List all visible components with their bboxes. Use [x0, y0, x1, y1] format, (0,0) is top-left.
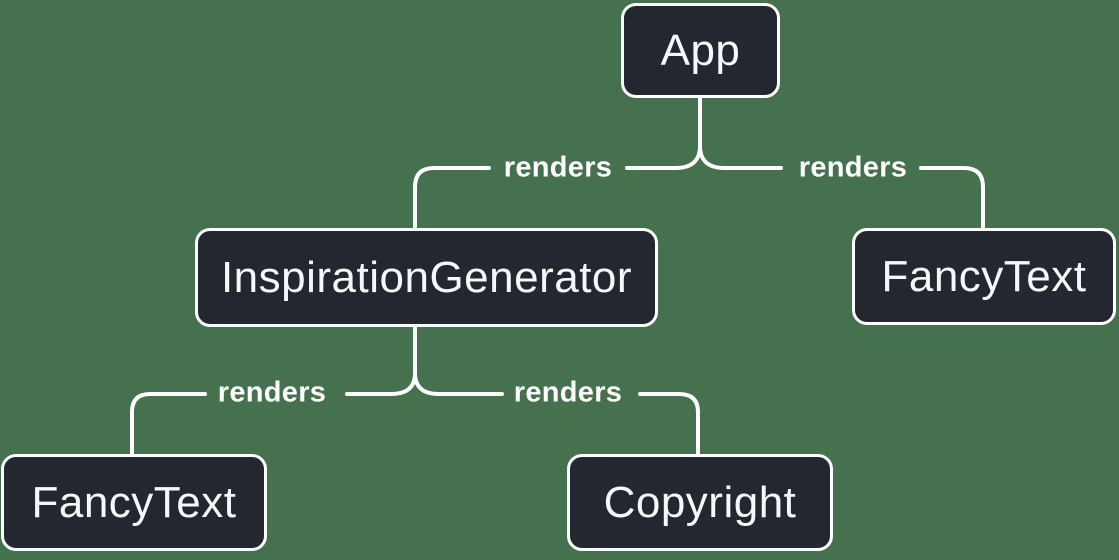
- connector-app-children: [413, 96, 985, 230]
- connector-inspirationgenerator-fancytext-elbow: [130, 392, 207, 457]
- connector-app-inspirationgenerator-elbow: [413, 166, 491, 230]
- node-fancy-text-top: FancyText: [852, 228, 1116, 325]
- connector-inspirationgenerator-copyright-elbow: [638, 392, 700, 457]
- edge-label-inspirationgenerator-fancytext: renders: [211, 375, 333, 411]
- connector-inspirationgenerator-fancytext-inner: [345, 371, 417, 396]
- edge-label-app-inspirationgenerator: renders: [497, 150, 619, 186]
- edge-label-app-fancytext: renders: [792, 150, 914, 186]
- node-inspiration-generator: InspirationGenerator: [195, 228, 658, 327]
- node-fancy-text-bottom: FancyText: [1, 454, 267, 551]
- edge-label-inspirationgenerator-copyright: renders: [507, 375, 629, 411]
- connector-inspirationgenerator-children: [130, 325, 700, 457]
- connector-inspirationgenerator-copyright-inner: [413, 371, 504, 396]
- connector-app-fancytext-inner: [698, 144, 783, 170]
- connector-app-inspirationgenerator-inner: [625, 144, 702, 170]
- node-copyright: Copyright: [567, 454, 833, 551]
- connector-app-fancytext-elbow: [919, 166, 985, 230]
- node-app: App: [621, 3, 780, 98]
